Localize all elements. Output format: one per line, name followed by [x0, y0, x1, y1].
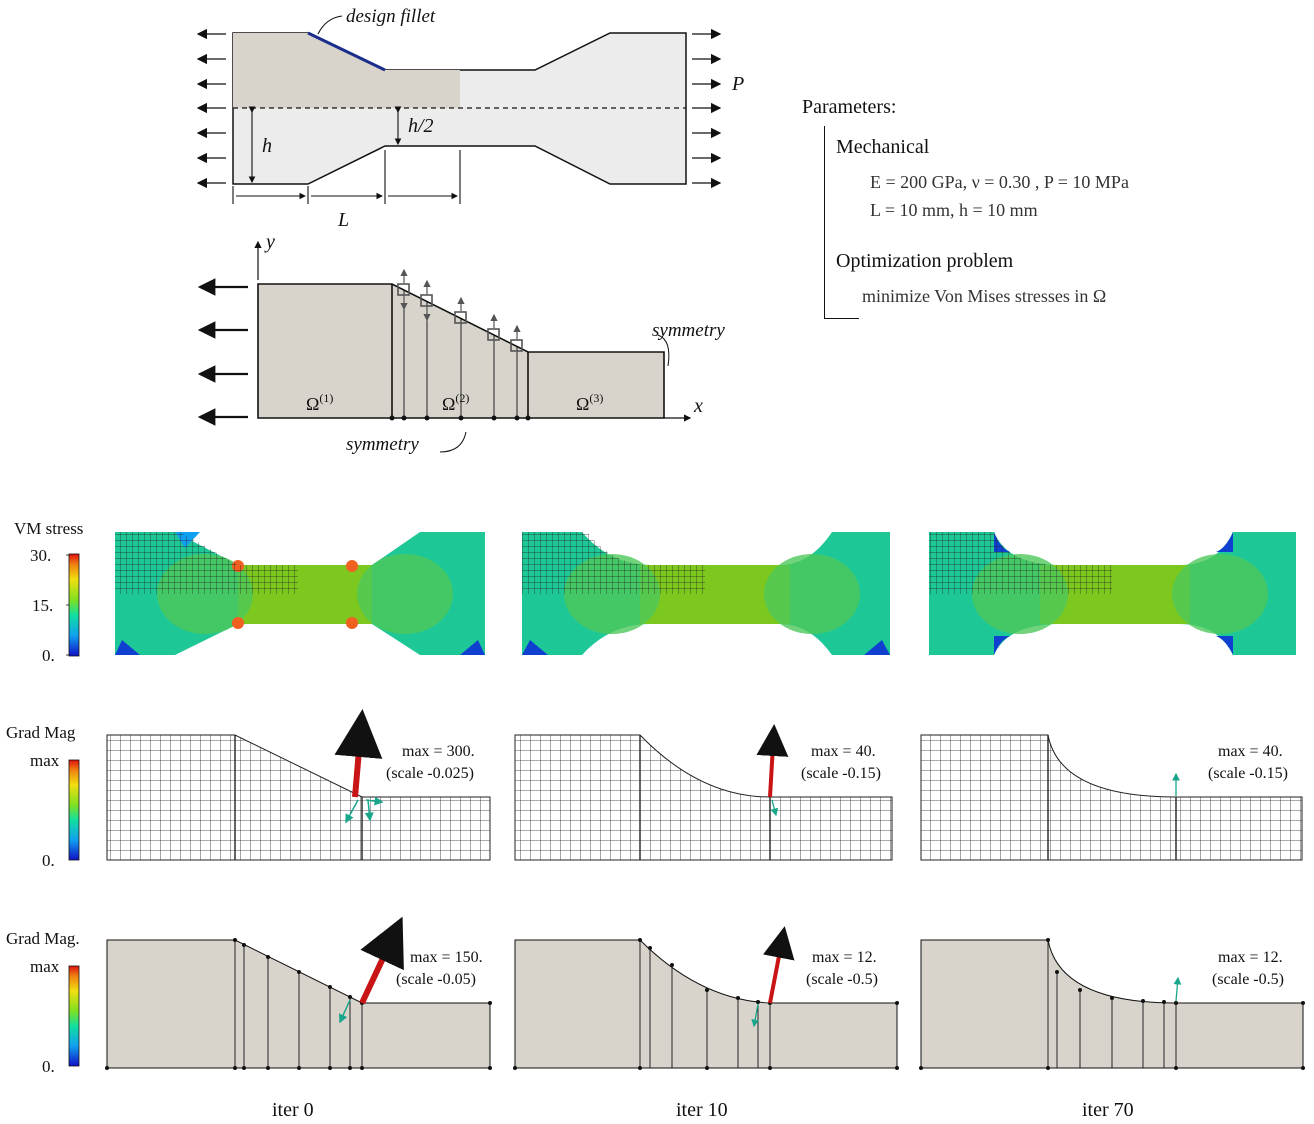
geom-panel-iter10: [513, 926, 899, 1070]
mesh-max-iter0: max = 300.: [402, 743, 475, 760]
vm-stress-row: VM stress 30. 15. 0.: [14, 519, 1296, 665]
mesh-panel-iter0: [106, 709, 491, 861]
right-load-arrows: [692, 28, 722, 189]
dim-L-label: L: [337, 209, 349, 231]
grad-mag-label-1: Grad Mag: [6, 723, 76, 742]
grad-mag-label-2: Grad Mag.: [6, 929, 80, 948]
x-axis-label: x: [693, 395, 703, 417]
optimization-line-1: minimize Von Mises stresses in Ω: [862, 286, 1107, 306]
y-axis-label: y: [264, 231, 275, 253]
domain-load-arrows: [197, 278, 248, 426]
vm-panel-iter70: [929, 532, 1296, 655]
vm-panel-iter0: [115, 532, 485, 655]
geom-max-iter10: max = 12.: [812, 949, 877, 966]
control-point-markers: [397, 283, 523, 352]
grad-colorbar-2: [68, 965, 80, 1067]
mesh-max-iter70: max = 40.: [1218, 743, 1283, 760]
vm-colorbar: [68, 553, 80, 657]
mesh-scale-iter70: (scale -0.15): [1208, 765, 1288, 782]
geom-panel-iter70: [919, 938, 1305, 1070]
iter-label-70: iter 70: [1082, 1099, 1134, 1121]
vm-panel-iter10: [522, 532, 890, 655]
vm-tick-0: 0.: [42, 646, 55, 665]
grad-mag-row-geometry: Grad Mag. max 0. max = 150. (scale -0.05…: [6, 916, 1305, 1076]
geom-max-iter70: max = 12.: [1218, 949, 1283, 966]
grad-tick-max-2: max: [30, 957, 60, 976]
geom-max-iter0: max = 150.: [410, 949, 483, 966]
geom-panel-iter0: [105, 916, 492, 1070]
grad-tick-max-1: max: [30, 751, 60, 770]
grad-colorbar-1: [68, 759, 80, 861]
vm-tick-15: 15.: [32, 596, 53, 615]
vm-tick-30: 30.: [30, 546, 51, 565]
design-fillet-label: design fillet: [346, 6, 436, 27]
load-P-label: P: [731, 73, 744, 95]
grad-tick-0-2: 0.: [42, 1057, 55, 1076]
iter-label-10: iter 10: [676, 1099, 728, 1121]
grad-tick-0-1: 0.: [42, 851, 55, 870]
left-load-arrows: [196, 28, 226, 189]
grad-mag-row-mesh: Grad Mag max 0. max = 300. (scale -0.025…: [6, 709, 1303, 870]
specimen-diagram: design fillet P h h/2 L: [196, 6, 744, 231]
iter-label-0: iter 0: [272, 1099, 314, 1121]
dim-h-half-label: h/2: [408, 115, 434, 137]
mesh-panel-iter70: [920, 734, 1303, 861]
domain-diagram: y x Ω(1) Ω(2) Ω(3) symmetry symmetry: [197, 231, 725, 455]
mechanical-line-2: L = 10 mm, h = 10 mm: [870, 200, 1038, 220]
parameters-heading: Parameters:: [802, 96, 897, 118]
design-fillet-line: [307, 31, 386, 72]
optimization-heading: Optimization problem: [836, 250, 1014, 272]
vm-stress-label: VM stress: [14, 519, 83, 538]
parameters-bracket: [824, 126, 859, 319]
mesh-max-iter10: max = 40.: [811, 743, 876, 760]
parameters-panel: Parameters: Mechanical E = 200 GPa, ν = …: [802, 96, 1262, 326]
geom-scale-iter0: (scale -0.05): [396, 971, 476, 988]
dim-h-label: h: [262, 135, 272, 157]
mesh-scale-iter10: (scale -0.15): [801, 765, 881, 782]
symmetry-bottom-label: symmetry: [346, 434, 419, 455]
geom-scale-iter10: (scale -0.5): [806, 971, 878, 988]
mesh-scale-iter0: (scale -0.025): [386, 765, 474, 782]
specimen-quarter-shaded: [233, 33, 460, 108]
control-point-arrows: [400, 268, 521, 339]
geom-scale-iter70: (scale -0.5): [1212, 971, 1284, 988]
mesh-panel-iter10: [514, 724, 893, 861]
mechanical-heading: Mechanical: [836, 136, 930, 158]
symmetry-right-label: symmetry: [652, 320, 725, 341]
mechanical-line-1: E = 200 GPa, ν = 0.30 , P = 10 MPa: [870, 172, 1129, 192]
